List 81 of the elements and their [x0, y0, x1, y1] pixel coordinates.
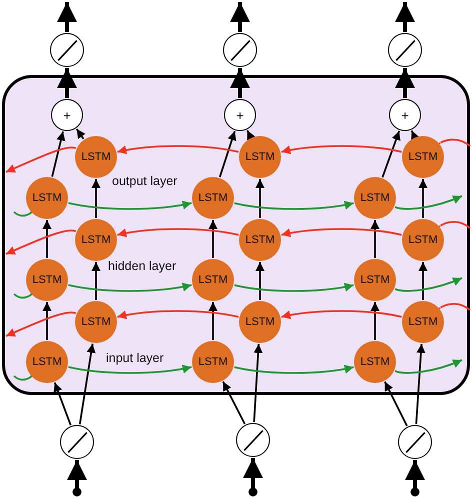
arrow [281, 310, 402, 320]
arrow [68, 200, 192, 210]
arrow [57, 2, 77, 32]
arrow [117, 310, 239, 320]
arrow [218, 130, 236, 178]
arrow [117, 228, 239, 238]
lstm-circle: LSTM [402, 301, 444, 343]
arrow [51, 131, 66, 177]
network-panel [2, 75, 470, 395]
arrow [370, 220, 380, 258]
arrow [246, 130, 256, 140]
arrow [256, 262, 264, 300]
arrow [6, 146, 76, 173]
arrow [92, 179, 100, 218]
lstm-circle: LSTM [26, 177, 68, 219]
layer-label: hidden layer [108, 259, 176, 273]
arrow [405, 460, 425, 496]
lstm-circle: LSTM [75, 136, 117, 178]
arrow [230, 2, 250, 32]
plus-circle: + [51, 99, 83, 131]
arrow [394, 277, 462, 292]
arrow [418, 262, 428, 300]
plus-circle: + [389, 99, 421, 131]
slash-circle [60, 425, 94, 459]
lstm-circle: LSTM [26, 341, 68, 383]
arrow [57, 68, 77, 98]
arrow [42, 220, 52, 258]
layer-label: input layer [106, 351, 164, 365]
lstm-circle: LSTM [402, 219, 444, 261]
slash-circle [388, 33, 422, 67]
arrow [208, 302, 218, 340]
arrow [68, 282, 192, 292]
arrow [384, 381, 408, 426]
lstm-circle: LSTM [402, 136, 444, 178]
lstm-circle: LSTM [192, 341, 234, 383]
arrow [230, 68, 250, 98]
arrow [418, 179, 428, 218]
lstm-circle: LSTM [75, 301, 117, 343]
arrow [394, 359, 462, 374]
arrow [234, 200, 354, 210]
slash-circle [50, 33, 84, 67]
arrow [234, 282, 354, 292]
slash-circle [398, 425, 432, 459]
lstm-circle: LSTM [239, 136, 281, 178]
arrow [68, 364, 192, 374]
arrow [42, 302, 52, 340]
arrow [394, 195, 462, 210]
arrow [234, 364, 354, 374]
slash-circle [223, 33, 257, 67]
arrow [208, 220, 218, 258]
arrow [370, 302, 380, 340]
arrow [6, 230, 76, 255]
arrow [54, 382, 72, 426]
lstm-circle: LSTM [354, 259, 396, 301]
lstm-circle: LSTM [354, 341, 396, 383]
lstm-circle: LSTM [192, 177, 234, 219]
lstm-circle: LSTM [75, 219, 117, 261]
lstm-circle: LSTM [26, 259, 68, 301]
arrow [67, 460, 87, 496]
arrow [6, 312, 76, 337]
arrow [222, 381, 246, 424]
arrow [395, 68, 415, 98]
lstm-circle: LSTM [192, 259, 234, 301]
lstm-circle: LSTM [354, 177, 396, 219]
arrow [281, 145, 402, 154]
lstm-circle: LSTM [239, 219, 281, 261]
arrow [256, 179, 264, 218]
arrow [410, 130, 420, 141]
arrow [382, 130, 400, 178]
arrow [92, 262, 100, 300]
arrow [281, 228, 402, 238]
arrow [253, 344, 263, 422]
lstm-circle: LSTM [239, 301, 281, 343]
slash-circle [236, 423, 270, 457]
arrow [243, 458, 263, 496]
arrow [76, 128, 86, 140]
arrow [415, 344, 426, 424]
arrow [78, 344, 96, 424]
arrow [395, 2, 415, 32]
arrow [117, 145, 239, 154]
plus-circle: + [224, 99, 256, 131]
